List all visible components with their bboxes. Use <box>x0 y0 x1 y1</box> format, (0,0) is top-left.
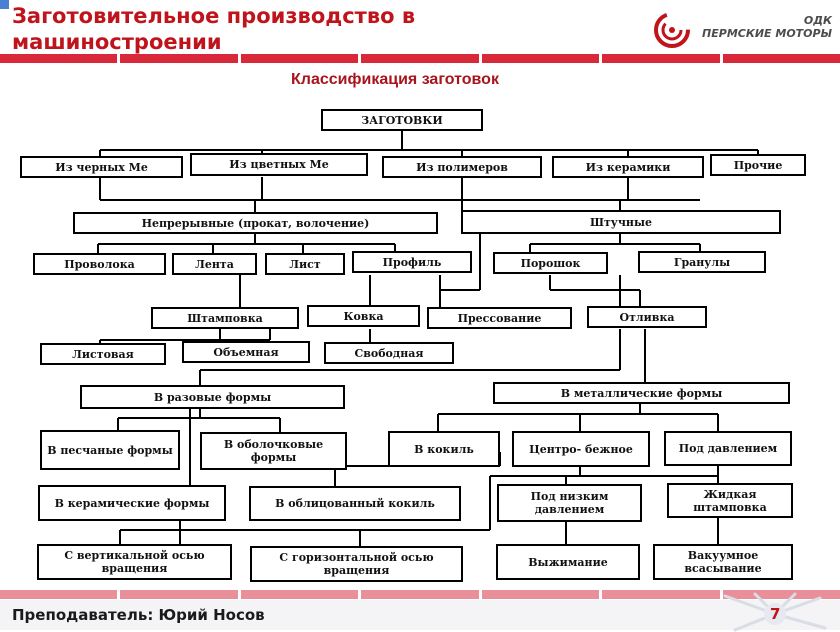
node-chill-mold: В кокиль <box>388 431 500 467</box>
node-other: Прочие <box>710 154 806 176</box>
stripe-segment <box>0 590 118 599</box>
node-ferrous: Из черных Ме <box>20 156 183 178</box>
stripe-segment <box>602 54 720 63</box>
node-centrifugal: Центро- бежное <box>512 431 650 467</box>
node-ceramic-molds: В керамические формы <box>38 485 226 521</box>
node-polymers: Из полимеров <box>382 156 542 178</box>
stripe-segment <box>120 590 238 599</box>
node-piece: Штучные <box>461 210 781 234</box>
node-nonferrous: Из цветных Ме <box>190 153 368 176</box>
stripe-segment <box>361 590 479 599</box>
node-pressure: Под давлением <box>664 431 792 466</box>
node-continuous: Непрерывные (прокат, волочение) <box>73 212 438 234</box>
stripe-segment <box>0 54 118 63</box>
stripe-segment <box>361 54 479 63</box>
node-forging: Ковка <box>307 305 420 327</box>
odk-logo-icon <box>654 12 690 48</box>
node-expendable-molds: В разовые формы <box>80 385 345 409</box>
node-vacuum-suction: Вакуумное всасывание <box>653 544 793 580</box>
stripe-segment <box>481 54 600 63</box>
node-metal-molds: В металлические формы <box>493 382 790 404</box>
node-granules: Гранулы <box>638 251 766 273</box>
stripe-segment <box>120 54 238 63</box>
node-sheet: Лист <box>265 253 345 275</box>
logo-text: ОДК ПЕРМСКИЕ МОТОРЫ <box>696 14 832 40</box>
stripe-segment <box>722 590 840 599</box>
logo-line-1: ОДК <box>803 14 832 27</box>
slide-footer: Преподаватель: Юрий Носов 7 <box>0 592 840 632</box>
page-number: 7 <box>770 605 781 623</box>
node-powder: Порошок <box>493 252 608 274</box>
node-profile: Профиль <box>352 251 472 273</box>
connector-lines <box>97 130 759 546</box>
node-root: ЗАГОТОВКИ <box>321 109 483 131</box>
node-shell-molds: В оболочковые формы <box>200 432 347 470</box>
node-pressing: Прессование <box>427 307 572 329</box>
header-stripe <box>0 54 840 63</box>
node-free-forging: Свободная <box>324 342 454 364</box>
corner-marker <box>0 0 9 9</box>
stripe-segment <box>722 54 840 63</box>
node-horizontal-axis: С горизонтальной осью вращения <box>250 546 463 582</box>
node-wire: Проволока <box>33 253 166 275</box>
node-lined-chill: В облицованный кокиль <box>249 486 461 521</box>
sunburst-decoration-icon <box>723 592 827 632</box>
node-strip: Лента <box>172 253 257 275</box>
diagram-title: Классификация заготовок <box>291 71 499 88</box>
stripe-segment <box>602 590 720 599</box>
node-liquid-stamping: Жидкая штамповка <box>667 483 793 518</box>
node-sand-molds: В песчаные формы <box>40 430 180 470</box>
stripe-segment <box>240 54 359 63</box>
node-volume-stamping: Объемная <box>182 341 310 363</box>
node-stamping: Штамповка <box>151 307 299 329</box>
node-vertical-axis: С вертикальной осью вращения <box>37 544 232 580</box>
node-casting: Отливка <box>587 306 707 328</box>
title-line-1: Заготовительное производство в <box>12 4 416 28</box>
logo-line-2: ПЕРМСКИЕ МОТОРЫ <box>702 27 832 40</box>
stripe-segment <box>240 590 359 599</box>
footer-stripe <box>0 590 840 599</box>
stripe-segment <box>481 590 600 599</box>
title-line-2: машиностроении <box>12 30 222 54</box>
company-logo: ОДК ПЕРМСКИЕ МОТОРЫ <box>652 10 837 50</box>
node-sheet-stamping: Листовая <box>40 343 166 365</box>
slide-title: Заготовительное производство в машиностр… <box>12 3 415 55</box>
node-squeeze: Выжимание <box>496 544 640 580</box>
teacher-label: Преподаватель: Юрий Носов <box>12 606 265 624</box>
node-low-pressure: Под низким давлением <box>497 484 642 522</box>
slide-header: Заготовительное производство в машиностр… <box>0 0 840 60</box>
node-ceramics: Из керамики <box>552 156 704 178</box>
